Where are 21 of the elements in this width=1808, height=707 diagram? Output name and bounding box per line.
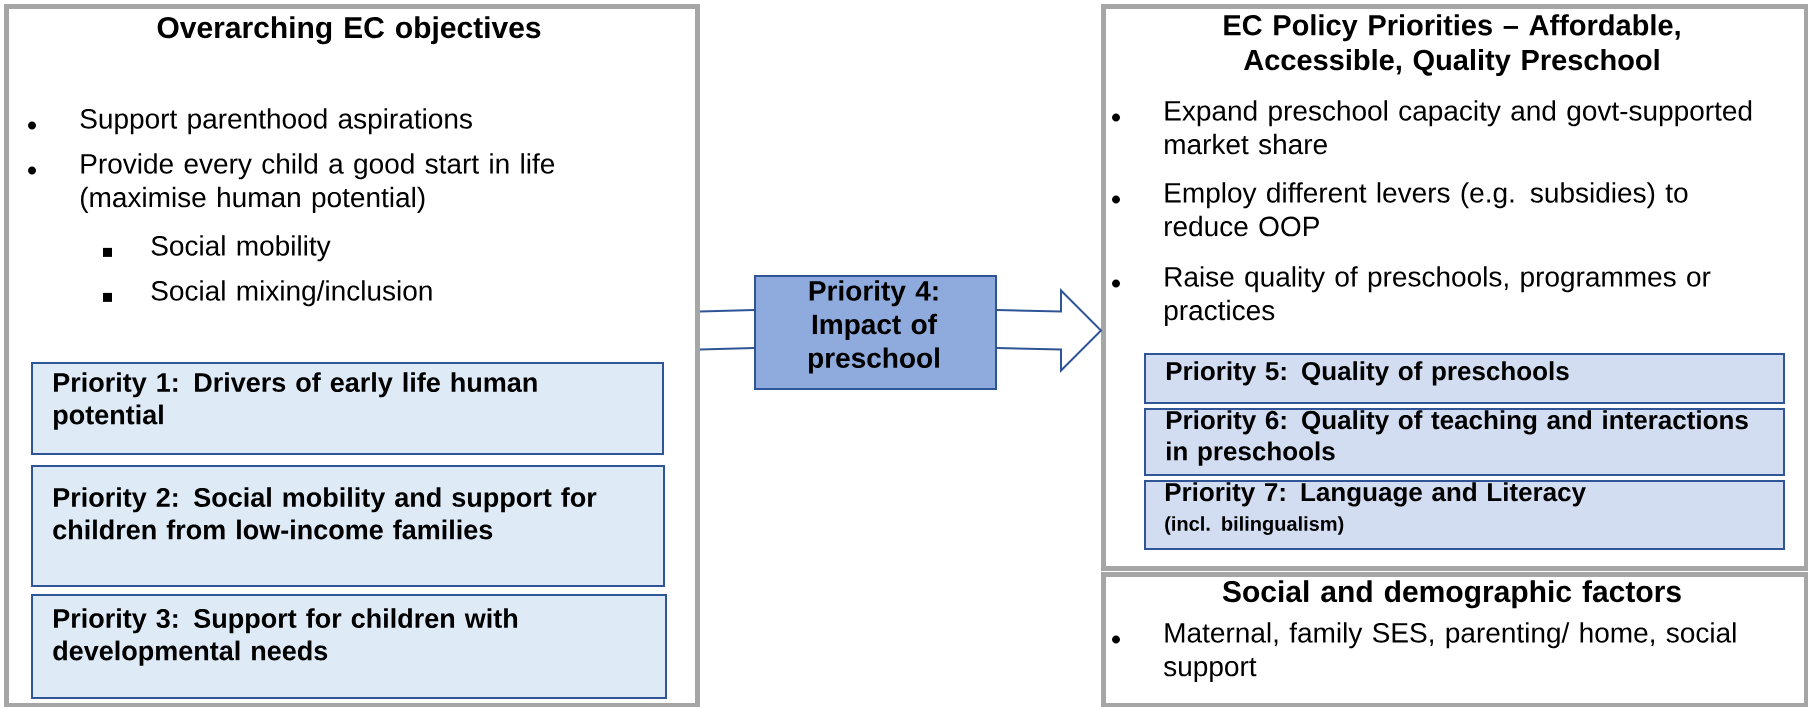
bullet-text: Raise quality of preschools, programmes or practices	[1165, 266, 1711, 326]
heading: Social and demographic factors	[1222, 580, 1681, 609]
bullet-text: Social mixing/inclusion	[151, 280, 432, 307]
bullet-text: Maternal, family SES, parenting/ home, social support	[1164, 622, 1736, 682]
bullet-text: Employ different levers (e.g. subsidies) to reduce OOP	[1165, 182, 1688, 237]
priority-label: (incl. bilingualism)	[1165, 516, 1344, 535]
priority-label: Priority 1: Drivers of early life human potential	[54, 372, 537, 430]
heading: Overarching EC objectives	[157, 16, 541, 45]
bullet-text: Expand preschool capacity and govt-supported market share	[1165, 100, 1752, 155]
bullet-text: Social mobility	[151, 235, 331, 262]
bullet-text: Support parenthood aspirations	[80, 108, 472, 135]
heading: Priority 4: Impact of preschool	[808, 280, 939, 374]
priority-label: Priority 3: Support for children with developmental needs	[53, 608, 518, 666]
priority-label: Priority 2: Social mobility and support for children from low-income families	[53, 487, 597, 540]
bullet-text: Provide every child a good start in life (maximise human potential)	[80, 153, 555, 213]
block-arrow	[699, 309, 755, 351]
priority-label: Priority 7: Language and Literacy	[1165, 482, 1586, 507]
heading: EC Policy Priorities – Affordable, Accessible, Quality Preschool	[1224, 14, 1680, 77]
block-arrow	[996, 288, 1103, 373]
priority-label: Priority 5: Quality of preschools	[1166, 361, 1569, 386]
priority-label: Priority 6: Quality of teaching and interactions in preschools	[1166, 410, 1748, 466]
